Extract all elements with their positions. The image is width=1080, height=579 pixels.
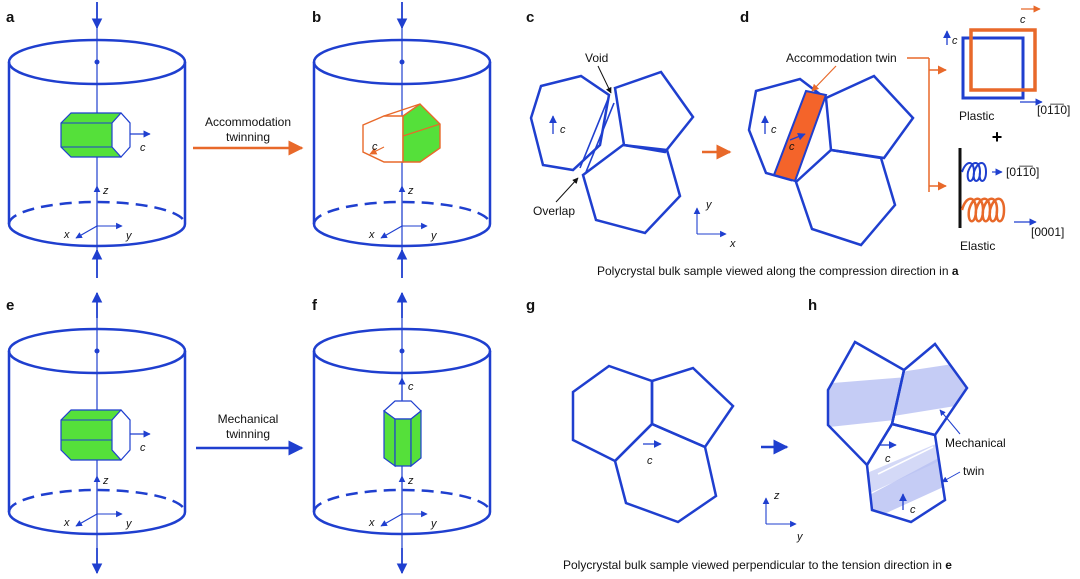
panel-label-h: h xyxy=(808,297,817,314)
panel-label-b: b xyxy=(312,9,321,26)
twin-boundary-h xyxy=(877,446,934,475)
accommodation-twinning-arrow: Accommodation twinning xyxy=(193,115,304,156)
c-axis-label-g: c xyxy=(647,455,653,467)
crystal-e: c xyxy=(60,409,151,461)
elastic-direction-label-1: [01̅1̅0] xyxy=(1006,165,1039,179)
bracket-d xyxy=(907,57,947,192)
c-axis-label-h: c xyxy=(885,453,891,465)
x-label-b: x xyxy=(368,229,375,241)
xy-axes-c xyxy=(693,207,727,238)
z-label-b: z xyxy=(407,185,414,197)
caption-top-text: Polycrystal bulk sample viewed along the… xyxy=(597,264,949,278)
y-label-g: y xyxy=(796,531,804,543)
plastic-label: Plastic xyxy=(959,109,994,123)
panel-e: e c z x y xyxy=(6,291,187,575)
c-axis-label-plastic: c xyxy=(952,35,958,47)
x-label-e: x xyxy=(63,517,70,529)
accommodation-twinning-label-1: Accommodation xyxy=(205,115,291,129)
mechanical-twinning-arrow: Mechanical twinning xyxy=(196,412,304,456)
x-label-a: x xyxy=(63,229,70,241)
y-label-a: y xyxy=(125,230,133,242)
crystal-b-twinned: c xyxy=(362,103,441,163)
grains-c xyxy=(529,70,695,235)
mechanical-twinning-label-1: Mechanical xyxy=(218,412,279,426)
xyz-axes-f xyxy=(380,475,428,527)
panel-b: b c z x y xyxy=(312,2,492,278)
panel-a: a c z x y xyxy=(6,2,187,278)
z-label-g: z xyxy=(773,490,780,502)
x-label-f: x xyxy=(368,517,375,529)
mechanical-label: Mechanical xyxy=(945,436,1006,450)
elastic-diagram: [01̅1̅0] [0001] Elastic xyxy=(958,148,1064,253)
panel-label-g: g xyxy=(526,297,535,314)
overlap-label: Overlap xyxy=(533,204,575,218)
c-axis-label-c: c xyxy=(560,124,566,136)
y-label-e: y xyxy=(125,518,133,530)
panel-label-a: a xyxy=(6,9,15,26)
c-axis-label-plastic-2: c xyxy=(1020,14,1026,26)
caption-bottom-text: Polycrystal bulk sample viewed perpendic… xyxy=(563,558,942,572)
plastic-diagram: c c [01̅1̅0] Plastic xyxy=(943,5,1070,123)
c-axis-label-a: c xyxy=(140,142,146,154)
c-axis-label-d: c xyxy=(771,124,777,136)
x-label-c: x xyxy=(729,238,736,250)
z-label-f: z xyxy=(407,475,414,487)
z-label-a: z xyxy=(102,185,109,197)
panel-f: f c z x y xyxy=(312,291,492,575)
caption-bottom-ref: e xyxy=(945,558,952,572)
twin-label: twin xyxy=(963,464,984,478)
panel-label-c: c xyxy=(526,9,534,26)
panel-c: c c Void Overlap y x xyxy=(526,9,736,250)
z-label-e: z xyxy=(102,475,109,487)
caption-top: Polycrystal bulk sample viewed along the… xyxy=(597,264,959,278)
panel-label-e: e xyxy=(6,297,14,314)
crystal-a: c xyxy=(60,112,151,158)
twin-bands-h xyxy=(828,360,967,522)
accommodation-twin-label: Accommodation twin xyxy=(786,51,897,65)
grains-h xyxy=(826,340,969,524)
c-axis-label-f: c xyxy=(408,381,414,393)
c-axis-label-h-twin: c xyxy=(910,504,916,516)
c-axis-label-b: c xyxy=(372,141,378,153)
xyz-axes-a xyxy=(75,185,123,239)
panel-d: d c c Accommodation twin c c [01̅1 xyxy=(740,5,1070,253)
c-axis-label-d-twin: c xyxy=(789,141,795,153)
xyz-axes-b xyxy=(380,185,428,239)
y-label-c: y xyxy=(705,199,713,211)
void-label: Void xyxy=(585,51,608,65)
panel-label-f: f xyxy=(312,297,318,314)
caption-top-ref: a xyxy=(952,264,959,278)
zy-axes-g xyxy=(762,497,797,528)
xyz-axes-e xyxy=(75,475,123,527)
mechanical-twinning-label-2: twinning xyxy=(226,427,270,441)
panel-label-d: d xyxy=(740,9,749,26)
plus-sign: + xyxy=(992,127,1003,147)
y-label-f: y xyxy=(430,518,438,530)
panel-h: h c c Mechanical twin xyxy=(808,297,1006,524)
plastic-direction-label: [01̅1̅0] xyxy=(1037,103,1070,117)
crystal-f: c xyxy=(383,377,422,468)
elastic-label: Elastic xyxy=(960,239,995,253)
grains-d xyxy=(747,74,915,247)
grains-g xyxy=(571,364,735,524)
caption-bottom: Polycrystal bulk sample viewed perpendic… xyxy=(563,558,952,572)
panel-g: g c xyxy=(526,297,735,524)
elastic-direction-label-2: [0001] xyxy=(1031,225,1064,239)
y-label-b: y xyxy=(430,230,438,242)
accommodation-twinning-label-2: twinning xyxy=(226,130,270,144)
c-axis-label-e: c xyxy=(140,442,146,454)
